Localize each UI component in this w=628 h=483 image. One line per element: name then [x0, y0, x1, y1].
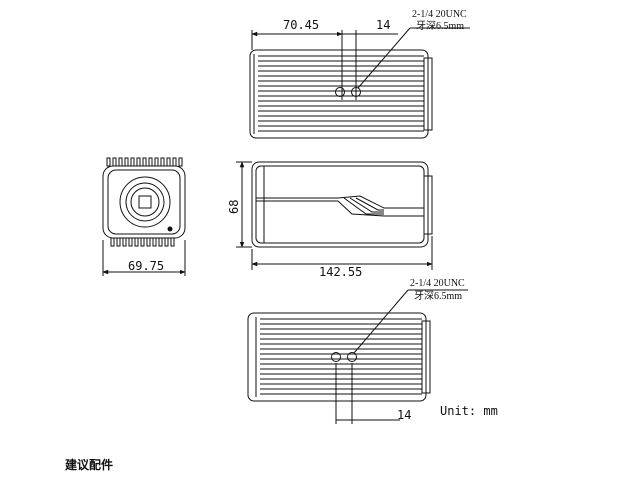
front-bottom-fin-tooth	[164, 237, 169, 247]
bottom-thread-leader	[353, 289, 409, 354]
top-thread-depth: 牙深6.5mm	[416, 20, 464, 32]
front-bottom-fin-tooth	[122, 237, 127, 247]
front-bottom-fin-tooth	[146, 237, 151, 247]
front-body-outline	[102, 165, 186, 239]
section-caption: 建议配件	[65, 458, 114, 472]
front-bottom-fin-tooth	[128, 237, 133, 247]
side-dim-length-label: 142.55	[319, 265, 362, 279]
front-bottom-fin-tooth	[170, 237, 175, 247]
top-dim-offset-label: 14	[376, 18, 390, 32]
front-top-fin-tooth	[142, 157, 147, 167]
front-bottom-fin-tooth	[152, 237, 157, 247]
front-top-fin-tooth	[178, 157, 183, 167]
front-top-fin-tooth	[130, 157, 135, 167]
front-lens-mount-bore	[130, 187, 160, 217]
bottom-lens-ring	[421, 320, 431, 394]
front-top-fin-tooth	[154, 157, 159, 167]
front-top-fin-tooth	[172, 157, 177, 167]
bottom-cooling-fins	[260, 318, 422, 395]
side-view	[236, 161, 433, 270]
front-bottom-fin-tooth	[116, 237, 121, 247]
bottom-mount-hole-1	[331, 352, 341, 362]
side-seam-slant-2	[337, 200, 385, 217]
front-top-fin-tooth	[112, 157, 117, 167]
top-mount-hole-1	[335, 87, 345, 97]
side-inner-outline	[255, 165, 425, 244]
front-view	[102, 157, 186, 276]
front-bottom-fin-tooth	[158, 237, 163, 247]
bottom-dim-offset-label: 14	[397, 408, 411, 422]
bottom-thread-spec: 2-1/4 20UNC	[410, 278, 465, 289]
front-bottom-fins	[110, 237, 175, 247]
top-thread-leader	[357, 27, 411, 89]
front-led	[167, 226, 173, 232]
front-bottom-fin-tooth	[134, 237, 139, 247]
bottom-body-outline	[247, 312, 427, 402]
front-lens-mount-outer	[119, 176, 171, 228]
top-thread-spec: 2-1/4 20UNC	[412, 9, 467, 20]
front-top-fin-tooth	[160, 157, 165, 167]
front-top-fin-tooth	[148, 157, 153, 167]
top-body-outline	[249, 49, 429, 139]
side-dim-height-label: 68	[227, 200, 241, 214]
front-sensor	[138, 195, 152, 209]
front-bottom-fin-tooth	[140, 237, 145, 247]
front-inner-outline	[107, 169, 181, 235]
bottom-mount-hole-2	[347, 352, 357, 362]
front-dim-width-label: 69.75	[128, 259, 164, 273]
bottom-view	[247, 289, 468, 424]
front-lens-mount-inner	[125, 182, 165, 222]
top-cooling-fins	[258, 55, 424, 132]
front-top-fins	[106, 157, 183, 167]
bottom-thread-depth: 牙深6.5mm	[414, 290, 462, 302]
unit-label: Unit: mm	[440, 404, 498, 418]
front-top-fin-tooth	[136, 157, 141, 167]
top-view	[249, 27, 470, 139]
side-seam-slant	[337, 195, 424, 209]
front-top-fin-tooth	[106, 157, 111, 167]
front-top-fin-tooth	[118, 157, 123, 167]
side-lens-ring	[423, 175, 433, 235]
side-body-outline	[251, 161, 429, 248]
front-bottom-fin-tooth	[110, 237, 115, 247]
front-top-fin-tooth	[166, 157, 171, 167]
front-top-fin-tooth	[124, 157, 129, 167]
top-mount-hole-2	[351, 87, 361, 97]
top-lens-ring	[423, 57, 433, 131]
side-seam-hatch	[343, 197, 384, 215]
top-dim-length-label: 70.45	[283, 18, 319, 32]
